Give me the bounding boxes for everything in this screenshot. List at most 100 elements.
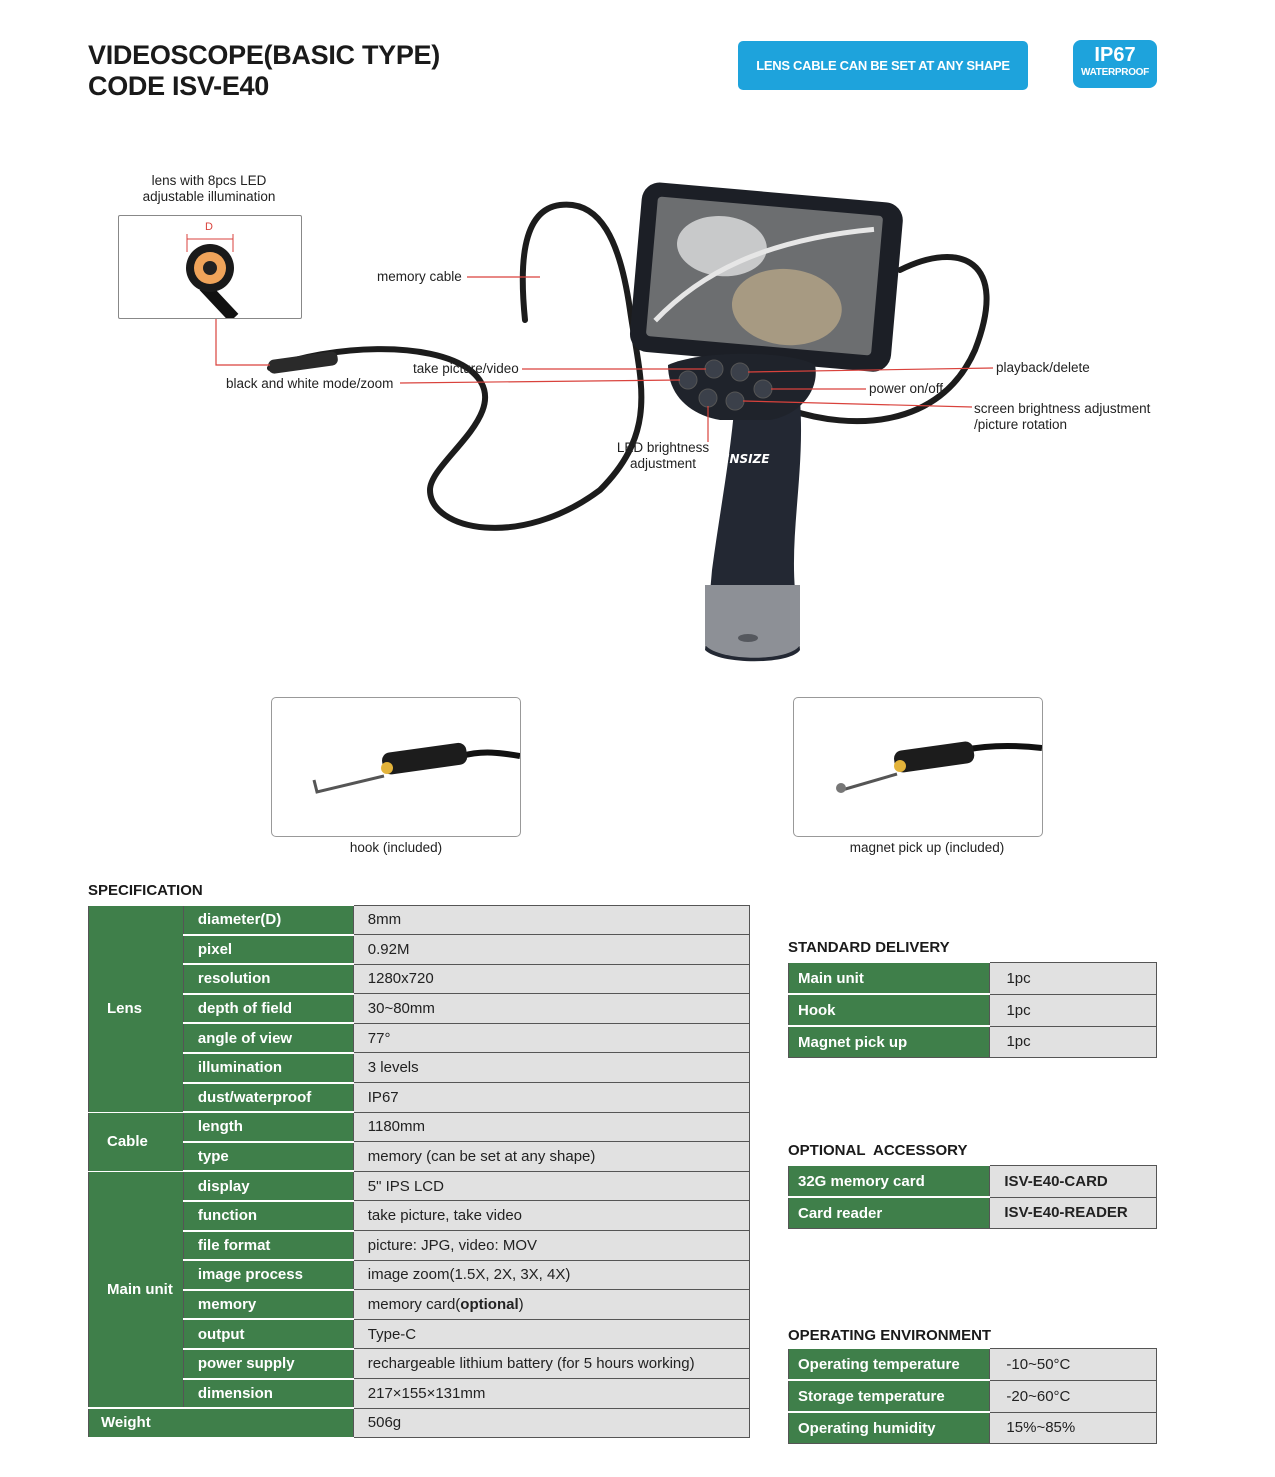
spec-value: 8mm bbox=[352, 904, 751, 936]
product-illustration: INSIZE bbox=[215, 182, 994, 662]
spec-key: memory bbox=[182, 1288, 354, 1321]
delivery-key: Main unit bbox=[787, 961, 991, 995]
spec-value: image zoom(1.5X, 2X, 3X, 4X) bbox=[352, 1259, 751, 1291]
spec-value: memory (can be set at any shape) bbox=[352, 1141, 751, 1172]
take-picture-label: take picture/video bbox=[413, 361, 519, 376]
table-row: Weight 506g bbox=[88, 1407, 751, 1438]
ip67-badge-title: IP67 bbox=[1094, 44, 1136, 66]
spec-value: 0.92M bbox=[352, 934, 751, 965]
spec-value: 1280x720 bbox=[352, 963, 751, 995]
lens-caption: lens with 8pcs LED adjustable illuminati… bbox=[118, 173, 300, 205]
operating-environment-table: Operating temperature-10~50°C Storage te… bbox=[787, 1347, 1157, 1444]
spec-key: display bbox=[182, 1170, 354, 1202]
spec-key: illumination bbox=[182, 1051, 354, 1084]
led-label-line-1: LED brightness bbox=[616, 440, 710, 455]
env-key: Operating humidity bbox=[787, 1411, 991, 1444]
memory-cable bbox=[267, 201, 645, 531]
spec-key: function bbox=[182, 1199, 354, 1232]
screen-button bbox=[725, 391, 745, 411]
playback-label: playback/delete bbox=[996, 360, 1090, 375]
lens-d-label: D bbox=[205, 221, 213, 233]
led-brightness-label: LED brightness adjustment bbox=[610, 440, 716, 472]
hook-photo bbox=[271, 697, 521, 837]
take-picture-button bbox=[704, 359, 724, 379]
table-row: Cable length 1180mm bbox=[88, 1111, 751, 1172]
spec-value: picture: JPG, video: MOV bbox=[352, 1230, 751, 1261]
delivery-value: 1pc bbox=[989, 1025, 1157, 1058]
env-key: Storage temperature bbox=[787, 1379, 991, 1413]
spec-value: 5" IPS LCD bbox=[352, 1170, 751, 1202]
cable-right bbox=[787, 254, 990, 425]
hook-caption: hook (included) bbox=[349, 840, 443, 855]
operating-environment-heading: OPERATING ENVIRONMENT bbox=[788, 1327, 992, 1344]
led-button bbox=[698, 388, 718, 408]
led-label-line-2: adjustment bbox=[629, 456, 697, 471]
accessory-key: Card reader bbox=[787, 1196, 991, 1229]
playback-button bbox=[730, 362, 750, 382]
spec-key: pixel bbox=[182, 933, 354, 966]
power-label: power on/off bbox=[869, 381, 944, 396]
accessory-key: 32G memory card bbox=[787, 1164, 991, 1198]
delivery-key: Hook bbox=[787, 993, 991, 1027]
accessory-value: ISV-E40-READER bbox=[989, 1196, 1157, 1229]
page-title: VIDEOSCOPE(BASIC TYPE) CODE ISV-E40 bbox=[88, 40, 440, 102]
spec-key: image process bbox=[182, 1259, 354, 1291]
lens-caption-line-2: adjustable illumination bbox=[142, 189, 276, 204]
spec-key: depth of field bbox=[182, 992, 354, 1025]
ip67-badge: IP67 WATERPROOF bbox=[1073, 40, 1157, 88]
table-row: Main unit display 5" IPS LCD bbox=[88, 1170, 751, 1409]
magnet-illustration bbox=[836, 741, 1043, 793]
spec-value: 30~80mm bbox=[352, 993, 751, 1024]
spec-value: rechargeable lithium battery (for 5 hour… bbox=[352, 1348, 751, 1379]
group-main-unit: Main unit bbox=[88, 1170, 184, 1409]
optional-accessory-heading: OPTIONAL ACCESSORY bbox=[788, 1142, 968, 1159]
lens-detail-illustration bbox=[186, 234, 239, 323]
spec-key: dimension bbox=[182, 1377, 354, 1410]
handle-bottom bbox=[705, 585, 800, 658]
group-lens: Lens bbox=[88, 904, 184, 1113]
group-weight: Weight bbox=[88, 1407, 354, 1438]
spec-key: angle of view bbox=[182, 1022, 354, 1054]
spec-key: diameter(D) bbox=[182, 904, 354, 936]
env-key: Operating temperature bbox=[787, 1347, 991, 1381]
table-row: Lens diameter(D) 8mm bbox=[88, 904, 751, 1113]
bw-mode-callout-line bbox=[399, 379, 681, 384]
screen-label-line-1: screen brightness adjustment bbox=[974, 401, 1151, 416]
spec-key: power supply bbox=[182, 1347, 354, 1380]
delivery-key: Magnet pick up bbox=[787, 1025, 991, 1058]
table-row: Operating temperature-10~50°C bbox=[787, 1347, 1157, 1381]
screen-callout-line bbox=[742, 400, 973, 408]
lens-callout-line bbox=[215, 318, 270, 366]
group-cable: Cable bbox=[88, 1111, 184, 1172]
cable-shape-badge: LENS CABLE CAN BE SET AT ANY SHAPE bbox=[738, 41, 1028, 90]
env-value: -10~50°C bbox=[989, 1347, 1157, 1381]
delivery-value: 1pc bbox=[989, 961, 1157, 995]
bw-mode-label: black and white mode/zoom bbox=[226, 376, 394, 391]
title-line-1: VIDEOSCOPE(BASIC TYPE) bbox=[88, 40, 440, 70]
spec-key: dust/waterproof bbox=[182, 1081, 354, 1114]
env-value: 15%~85% bbox=[989, 1411, 1157, 1444]
hook-illustration bbox=[312, 742, 521, 794]
magnet-caption: magnet pick up (included) bbox=[849, 840, 1005, 855]
memory-cable-label: memory cable bbox=[377, 269, 462, 284]
spec-key: output bbox=[182, 1318, 354, 1350]
spec-value: take picture, take video bbox=[352, 1200, 751, 1232]
table-row: Storage temperature-20~60°C bbox=[787, 1379, 1157, 1413]
